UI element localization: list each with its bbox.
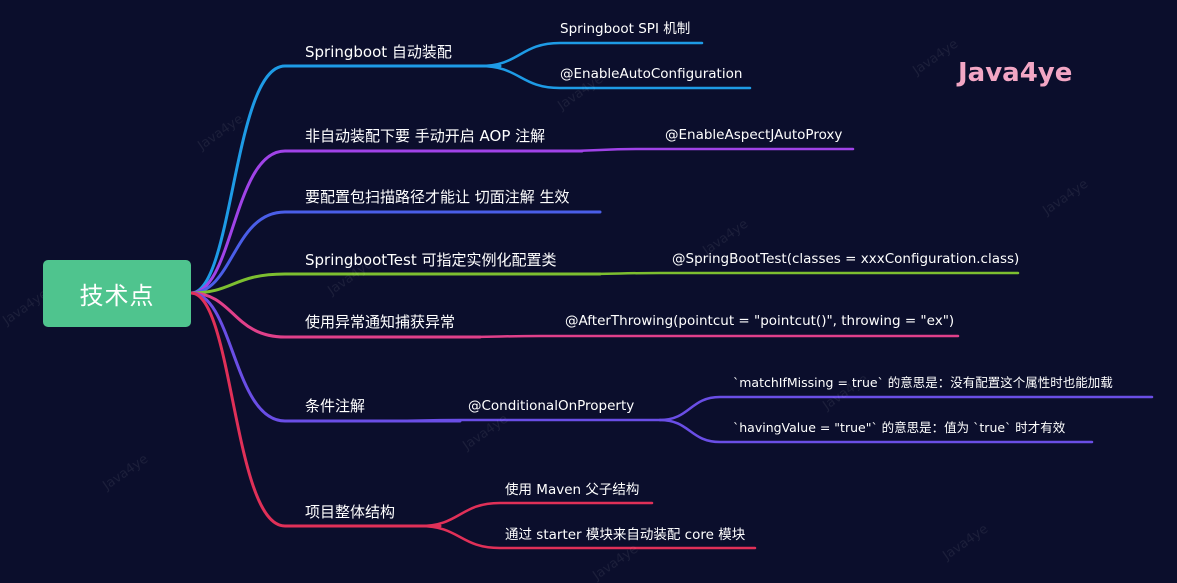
child-connector — [378, 418, 662, 423]
node-maven-parent-child[interactable]: 使用 Maven 父子结构 — [505, 482, 640, 498]
branch-connector — [189, 272, 602, 295]
node-conditional-on-property[interactable]: @ConditionalOnProperty — [468, 398, 635, 414]
brand-logo-text: Java4ye — [958, 58, 1073, 88]
root-node-label: 技术点 — [79, 282, 155, 310]
node-springboot-spi[interactable]: Springboot SPI 机制 — [560, 21, 691, 37]
branch-conditional-annotation[interactable]: 条件注解 — [305, 397, 366, 415]
node-starter-autoconfig-core[interactable]: 通过 starter 模块来自动装配 core 模块 — [505, 527, 746, 543]
child-connector — [458, 334, 960, 339]
branch-connector — [189, 210, 602, 295]
child-connector — [418, 501, 654, 528]
child-connector — [478, 64, 752, 90]
grandchild-connector — [658, 418, 1094, 444]
child-connector — [418, 524, 757, 550]
grandchild-connector — [658, 395, 1154, 422]
branch-exception-advice[interactable]: 使用异常通知捕获异常 — [305, 313, 456, 331]
branch-springboot-autoconfig[interactable]: Springboot 自动装配 — [305, 43, 452, 61]
branch-connector — [189, 149, 584, 295]
node-match-if-missing[interactable]: `matchIfMissing = true` 的意思是：没有配置这个属性时也能… — [733, 375, 1113, 390]
branch-springboottest[interactable]: SpringbootTest 可指定实例化配置类 — [305, 251, 557, 269]
child-connector — [478, 41, 704, 68]
branch-connector — [189, 291, 442, 528]
node-having-value[interactable]: `havingValue = "true"` 的意思是：值为 `true` 时才… — [733, 420, 1066, 435]
node-afterthrowing[interactable]: @AfterThrowing(pointcut = "pointcut()", … — [565, 313, 955, 329]
branch-connector — [189, 291, 462, 423]
child-connector — [578, 271, 1020, 276]
mindmap-connectors — [189, 41, 1154, 550]
root-node[interactable]: 技术点 — [43, 260, 191, 327]
branch-project-structure[interactable]: 项目整体结构 — [305, 503, 396, 521]
child-connector — [558, 147, 855, 153]
branch-manual-aop[interactable]: 非自动装配下要 手动开启 AOP 注解 — [305, 127, 546, 145]
branch-connector — [189, 64, 502, 295]
branch-component-scan[interactable]: 要配置包扫描路径才能让 切面注解 生效 — [305, 188, 570, 206]
node-enable-aspectj-autoproxy[interactable]: @EnableAspectJAutoProxy — [665, 127, 843, 143]
node-springboottest-classes[interactable]: @SpringBootTest(classes = xxxConfigurati… — [672, 251, 1020, 267]
branch-connector — [189, 291, 482, 339]
node-enable-autoconfiguration[interactable]: @EnableAutoConfiguration — [560, 66, 743, 82]
